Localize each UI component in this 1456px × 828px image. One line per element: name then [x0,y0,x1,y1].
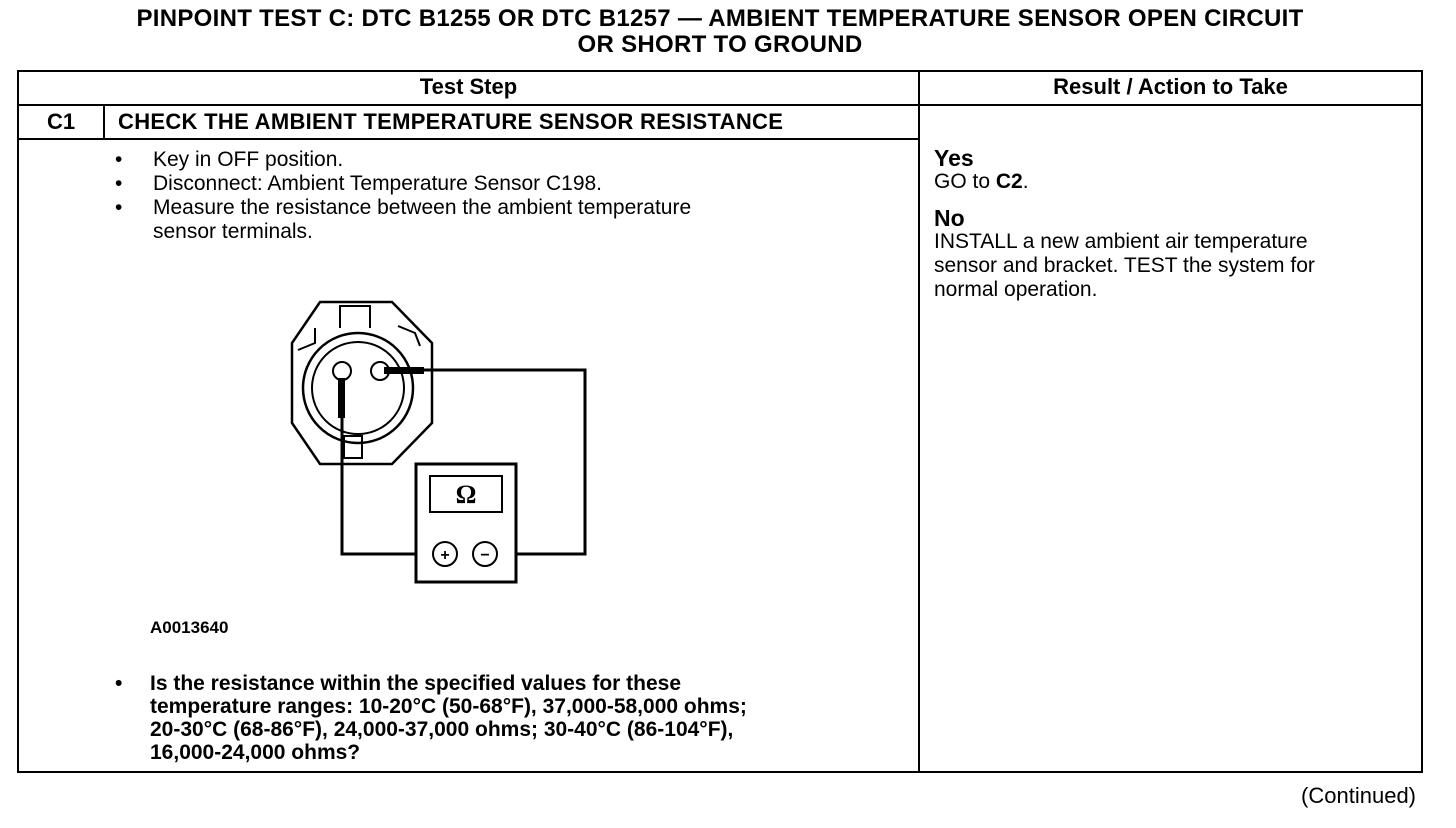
step-instructions: Key in OFF position. Disconnect: Ambient… [113,148,691,244]
result-no: No INSTALL a new ambient air temperature… [934,206,1414,302]
result-yes-action: GO to C2. [934,170,1029,193]
sensor-left-tab [297,328,316,351]
connector-inner-ring [311,341,405,435]
probe-right [384,367,424,374]
sensor-right-tab [397,325,421,347]
sensor-bottom-tab [343,435,363,459]
step-question: • Is the resistance within the specified… [115,672,747,764]
pinpoint-test-table [17,70,1423,773]
step-title: CHECK THE AMBIENT TEMPERATURE SENSOR RES… [118,109,784,134]
figure-id: A0013640 [150,618,229,637]
ohm-symbol: Ω [456,480,477,509]
page-title: PINPOINT TEST C: DTC B1255 OR DTC B1257 … [20,6,1420,58]
header-result-action: Result / Action to Take [1053,74,1288,99]
step-id-divider [103,104,105,140]
title-line-1: PINPOINT TEST C: DTC B1255 OR DTC B1257 … [136,5,1304,32]
meter-minus-jack [472,541,498,567]
header-test-step: Test Step [419,74,518,99]
result-yes-label: Yes [934,145,974,171]
wire-negative [424,368,587,556]
probe-left [338,378,345,418]
continued-note: (Continued) [1301,783,1416,808]
column-divider [918,70,920,773]
step-row-divider [17,138,920,140]
instruction-item: Measure the resistance between the ambie… [113,196,691,244]
sensor-terminal-left [332,361,352,381]
sensor-body [290,300,434,466]
header-divider [17,104,1423,106]
sensor-resistance-diagram: Ω + − [290,300,587,584]
result-yes: Yes GO to C2. [934,146,1414,194]
instruction-item: Disconnect: Ambient Temperature Sensor C… [113,172,691,196]
meter-minus-label: − [480,547,489,564]
step-id: C1 [47,109,76,134]
ohmmeter-body [414,462,518,584]
sensor-top-tab [339,305,371,328]
wire-positive [340,418,426,556]
instruction-item: Key in OFF position. [113,148,691,172]
meter-plus-jack [432,541,458,567]
connector-outer-ring [301,331,415,445]
ohmmeter-display [429,475,503,513]
title-line-2: OR SHORT TO GROUND [577,31,863,58]
result-yes-target: C2 [995,170,1023,193]
result-no-label: No [934,205,965,231]
meter-plus-label: + [440,547,449,564]
